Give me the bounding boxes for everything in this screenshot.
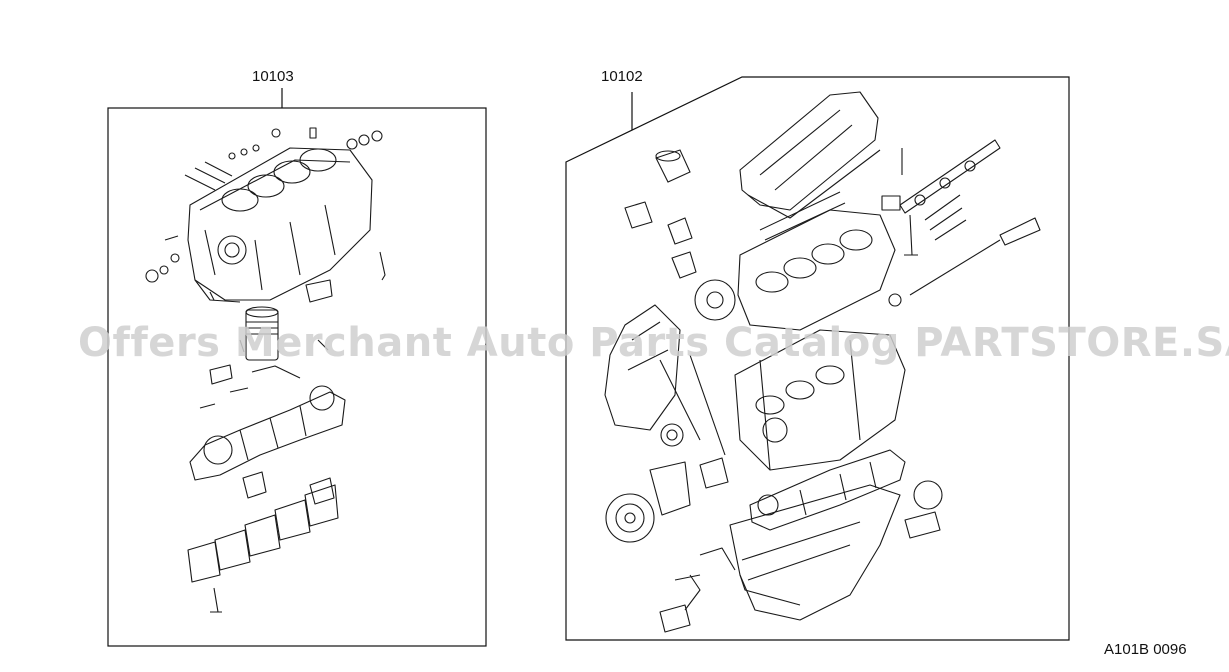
oil-strainer-part[interactable] — [659, 547, 736, 633]
block-hardware-parts[interactable] — [145, 127, 386, 301]
cylinder-head-part[interactable] — [737, 191, 896, 331]
bearing-caps-part[interactable] — [187, 471, 339, 613]
full-engine-frame — [565, 76, 1070, 641]
full-engine-panel: 10102 — [565, 68, 1070, 641]
crank-pulley-part[interactable] — [605, 423, 729, 543]
camshaft-part[interactable] — [881, 139, 1001, 214]
cylinder-block-part[interactable] — [187, 147, 373, 303]
engine-crankshaft-part[interactable] — [749, 449, 943, 539]
figure-code: A101B 0096 — [1104, 641, 1187, 658]
engine-block-part[interactable] — [734, 329, 906, 471]
rocker-cover-part[interactable] — [739, 91, 881, 219]
callout-10102[interactable]: 10102 — [601, 68, 643, 85]
crankshaft-part[interactable] — [189, 364, 346, 481]
oil-filter-part[interactable] — [624, 149, 697, 279]
piston-part[interactable] — [239, 279, 333, 361]
valve-parts[interactable] — [888, 148, 1041, 307]
watermark-text: Offers Merchant Auto Parts Catalog PARTS… — [78, 320, 1229, 366]
timing-cover-part[interactable] — [604, 279, 736, 456]
oil-pan-part[interactable] — [729, 484, 901, 621]
short-block-frame — [107, 107, 487, 647]
short-block-panel: 10103 — [107, 68, 487, 647]
callout-10103[interactable]: 10103 — [252, 68, 294, 85]
